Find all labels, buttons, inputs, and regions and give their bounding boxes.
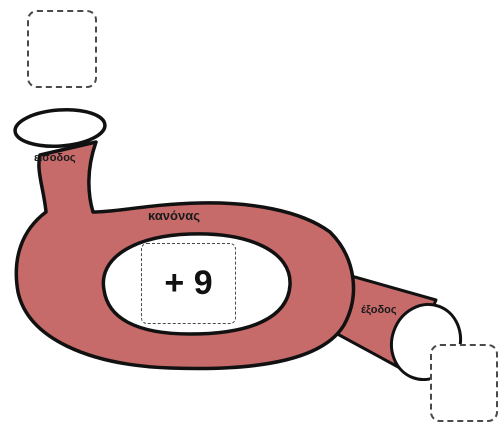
- input-label: είσοδος: [34, 152, 76, 164]
- rule-label: κανόνας: [148, 208, 200, 223]
- rule-value: + 9: [141, 243, 236, 324]
- output-label: έξοδος: [361, 304, 397, 316]
- output-answer-box[interactable]: [430, 344, 498, 422]
- input-answer-box[interactable]: [27, 10, 97, 88]
